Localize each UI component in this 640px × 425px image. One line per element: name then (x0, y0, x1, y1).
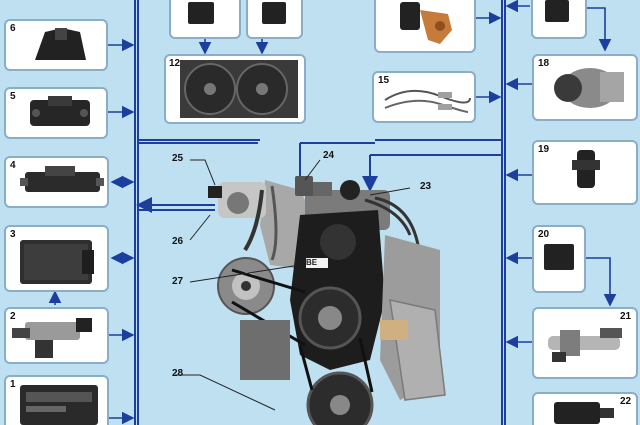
relay-right-top-box (531, 0, 587, 39)
callout-1: 1 (10, 379, 16, 390)
relay-a-box (169, 0, 241, 39)
leader-lines (175, 159, 411, 411)
callout-20: 20 (538, 229, 550, 240)
component-2-box (4, 307, 109, 364)
sensor-copper-box (374, 0, 476, 53)
callout-21: 21 (620, 311, 632, 322)
callout-15: 15 (378, 75, 390, 86)
component-12-box (164, 54, 306, 124)
component-6-box (4, 19, 108, 71)
bus-lines (134, 0, 506, 425)
component-3-box (4, 225, 109, 292)
right-arrows (505, 0, 617, 349)
component-22-box (532, 392, 638, 425)
component-15-box (372, 71, 476, 123)
callout-2: 2 (10, 311, 16, 322)
component-1-box (4, 375, 109, 425)
relay-b-box (246, 0, 303, 39)
callout-12: 12 (169, 58, 181, 69)
callout-28: 28 (172, 368, 184, 379)
callout-19: 19 (538, 144, 550, 155)
callout-24: 24 (323, 150, 335, 161)
callout-4: 4 (10, 160, 16, 171)
callout-5: 5 (10, 91, 16, 102)
component-19-box (532, 140, 638, 205)
component-4-box (4, 156, 109, 208)
callout-27: 27 (172, 276, 184, 287)
left-arrows (48, 38, 135, 425)
component-21-box (532, 307, 638, 379)
engine-label: BE (306, 258, 318, 267)
callout-18: 18 (538, 58, 550, 69)
callout-26: 26 (172, 236, 184, 247)
component-20-box (532, 225, 586, 293)
callout-22: 22 (620, 396, 632, 407)
component-5-box (4, 87, 108, 139)
engine-illustration (208, 176, 446, 425)
component-18-box (532, 54, 638, 121)
top-center-arrows (198, 11, 502, 104)
callout-23: 23 (420, 181, 432, 192)
callout-6: 6 (10, 23, 16, 34)
callout-3: 3 (10, 229, 16, 240)
callout-25: 25 (172, 153, 184, 164)
